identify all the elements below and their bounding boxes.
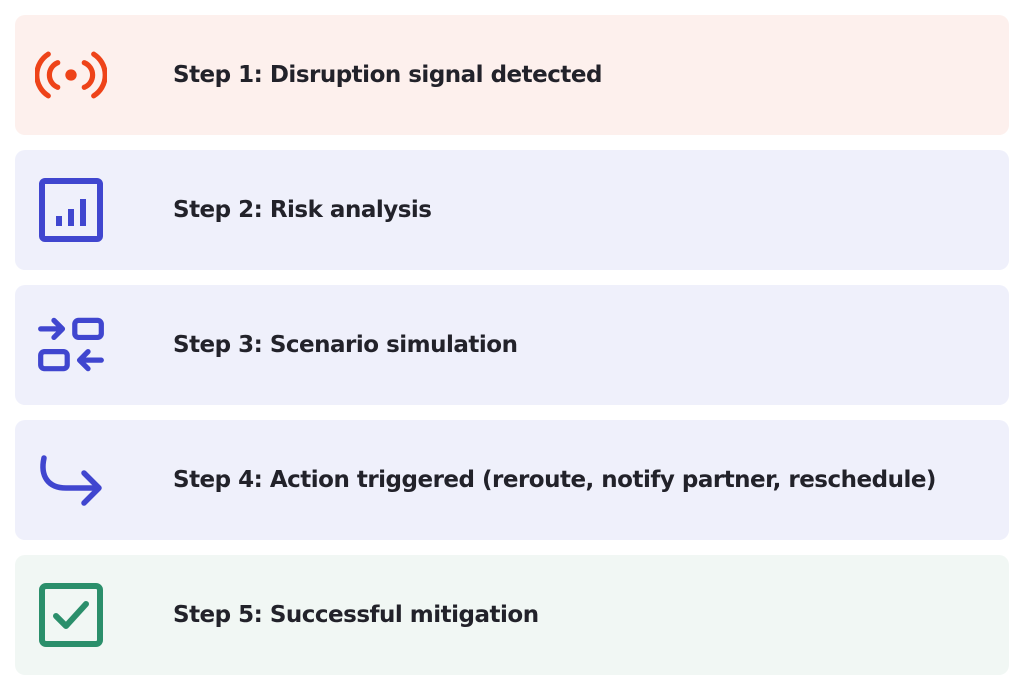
step-4-card: Step 4: Action triggered (reroute, notif… xyxy=(15,420,1009,540)
step-2-card: Step 2: Risk analysis xyxy=(15,150,1009,270)
redirect-arrow-icon xyxy=(35,448,107,512)
step-1-label: Step 1: Disruption signal detected xyxy=(173,62,602,88)
checkbox-checked-icon xyxy=(35,583,107,647)
bar-chart-icon xyxy=(35,178,107,242)
step-5-card: Step 5: Successful mitigation xyxy=(15,555,1009,675)
step-1-card: Step 1: Disruption signal detected xyxy=(15,15,1009,135)
swap-arrows-icon xyxy=(35,313,107,377)
step-4-label: Step 4: Action triggered (reroute, notif… xyxy=(173,467,936,493)
step-3-card: Step 3: Scenario simulation xyxy=(15,285,1009,405)
step-5-label: Step 5: Successful mitigation xyxy=(173,602,539,628)
steps-list: Step 1: Disruption signal detected Step … xyxy=(15,15,1009,675)
step-2-label: Step 2: Risk analysis xyxy=(173,197,432,223)
step-3-label: Step 3: Scenario simulation xyxy=(173,332,518,358)
broadcast-signal-icon xyxy=(35,43,107,107)
